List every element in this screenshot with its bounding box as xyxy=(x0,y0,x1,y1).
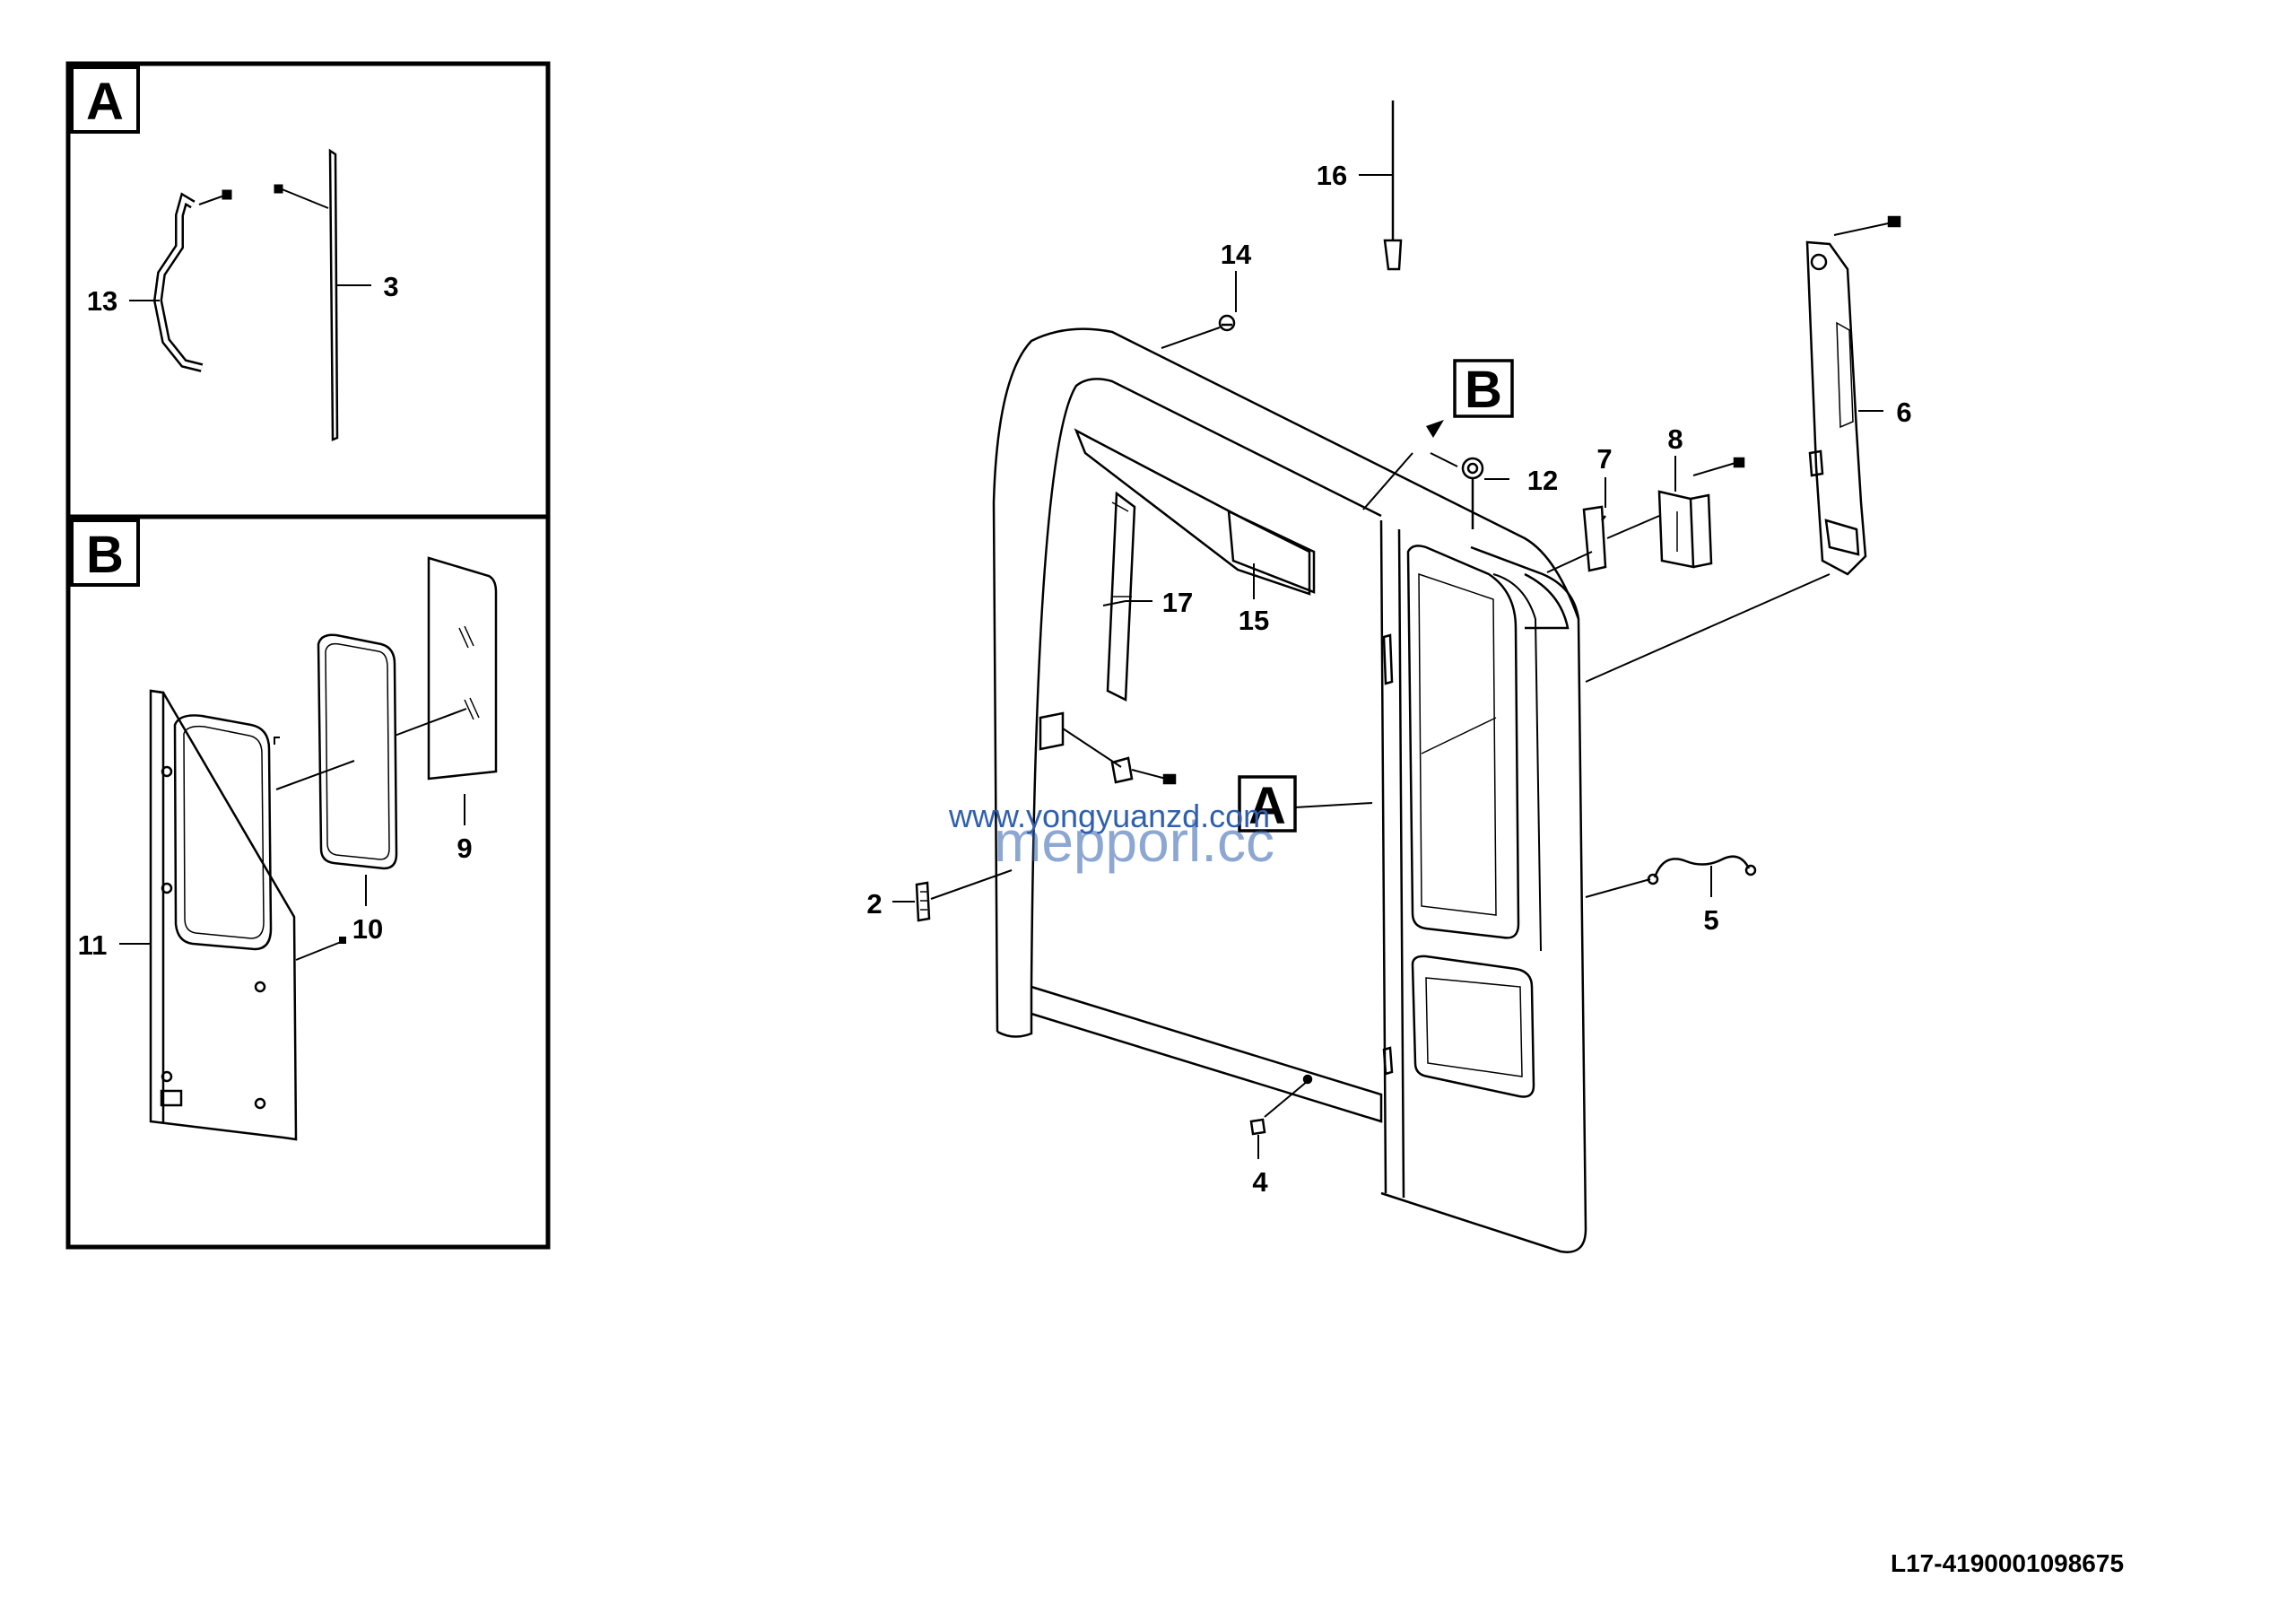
callout-15: 15 xyxy=(1239,563,1269,636)
detail-ref-a: A xyxy=(1238,775,1373,835)
svg-text:2: 2 xyxy=(866,888,882,920)
svg-text:A: A xyxy=(1248,777,1286,835)
panel-a-label: A xyxy=(86,73,124,131)
panel-b-label: B xyxy=(86,526,124,584)
callout-11: 11 xyxy=(78,929,151,961)
svg-text:8: 8 xyxy=(1667,423,1683,455)
watermark-url: www.yongyuanzd.com xyxy=(948,798,1270,834)
fastener-part xyxy=(1249,1118,1266,1136)
callout-17: 17 xyxy=(1126,587,1193,618)
svg-text:15: 15 xyxy=(1239,605,1269,636)
detail-ref-b: B xyxy=(1453,359,1514,419)
seat-belt-part xyxy=(1805,215,1901,576)
callout-16: 16 xyxy=(1317,160,1393,191)
callout-12: 12 xyxy=(1484,465,1558,496)
callout-13: 13 xyxy=(87,285,160,317)
latch-clip-part xyxy=(1062,728,1177,785)
svg-text:B: B xyxy=(1465,361,1502,419)
trim-strip-part xyxy=(274,148,339,441)
callout-14: 14 xyxy=(1221,239,1252,312)
detail-panel-a: A 13 3 xyxy=(65,61,551,519)
detail-panel-b: B xyxy=(65,514,551,1250)
svg-text:13: 13 xyxy=(87,285,117,317)
callout-4: 4 xyxy=(1252,1135,1268,1198)
callout-7: 7 xyxy=(1596,443,1613,508)
svg-text:16: 16 xyxy=(1317,160,1347,191)
callout-10: 10 xyxy=(352,875,383,945)
svg-text:10: 10 xyxy=(352,913,383,945)
svg-text:7: 7 xyxy=(1596,443,1612,475)
callout-8: 8 xyxy=(1667,423,1683,492)
washer-part xyxy=(1218,314,1236,332)
hinge-part xyxy=(1657,457,1745,569)
svg-text:4: 4 xyxy=(1252,1166,1268,1198)
bracket-part xyxy=(1582,505,1607,572)
pillar-trim-part xyxy=(1106,491,1136,702)
callout-3: 3 xyxy=(337,271,399,302)
antenna-part xyxy=(1383,100,1403,271)
window-glass-part xyxy=(427,556,498,780)
svg-text:5: 5 xyxy=(1703,904,1718,936)
watermark-brand: mepporl.cc xyxy=(994,809,1274,874)
callout-2: 2 xyxy=(866,888,915,920)
svg-text:12: 12 xyxy=(1527,465,1558,496)
wire-harness-part xyxy=(1647,855,1757,885)
callout-9: 9 xyxy=(457,794,473,864)
callout-5: 5 xyxy=(1703,866,1719,936)
clip-part xyxy=(915,881,931,922)
window-seal-part xyxy=(317,633,398,870)
svg-text:14: 14 xyxy=(1221,239,1252,270)
svg-text:6: 6 xyxy=(1896,397,1911,428)
callout-6: 6 xyxy=(1858,397,1912,428)
svg-text:3: 3 xyxy=(383,271,398,302)
drawing-code: L17-4190001098675 xyxy=(1891,1549,2124,1577)
leader-lines xyxy=(930,452,1831,1118)
svg-text:9: 9 xyxy=(457,833,472,864)
lifting-eye-part xyxy=(1461,457,1484,529)
door-panel-part xyxy=(149,689,298,1141)
svg-text:17: 17 xyxy=(1162,587,1193,618)
cab-assembly xyxy=(992,327,1587,1253)
svg-text:11: 11 xyxy=(78,929,108,961)
grab-handle-part xyxy=(152,189,232,372)
